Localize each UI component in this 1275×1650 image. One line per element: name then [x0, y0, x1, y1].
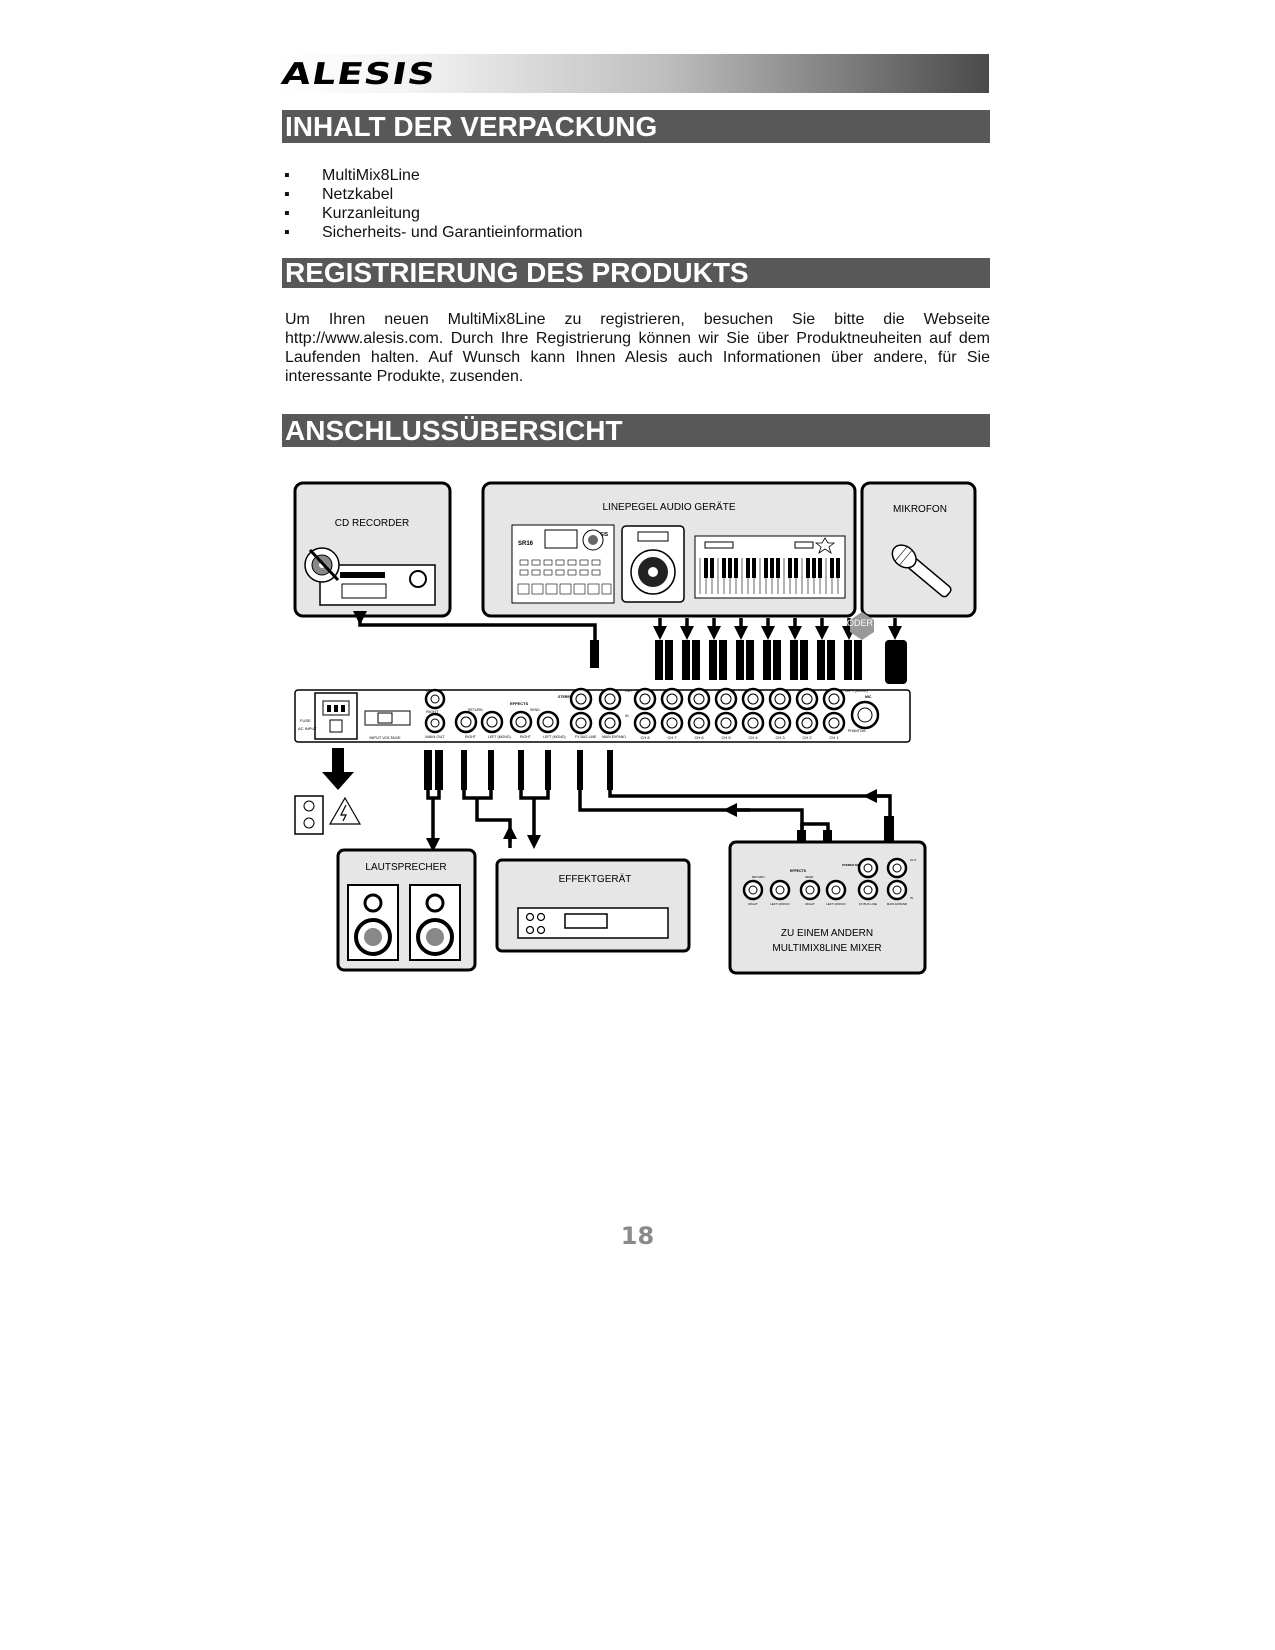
connection-diagram: CD RECORDER LINEPEGEL AUDIO GERÄTE ALESI… [293, 481, 977, 975]
svg-text:FX BUS LINE: FX BUS LINE [575, 735, 597, 739]
svg-text:RETURN: RETURN [468, 708, 483, 712]
svg-text:SEND: SEND [530, 708, 540, 712]
speaker-icon [409, 884, 461, 961]
svg-text:STEREO MONITOR: STEREO MONITOR [842, 863, 870, 867]
heading-connection-overview: ANSCHLUSSÜBERSICHT [282, 414, 990, 447]
svg-text:LEFT (MONO): LEFT (MONO) [845, 689, 868, 693]
svg-text:OUT: OUT [910, 858, 917, 862]
cables-top [353, 611, 902, 652]
svg-text:LEFT (MONO): LEFT (MONO) [543, 735, 566, 739]
svg-text:INPUT VOLTAGE: INPUT VOLTAGE [369, 735, 401, 740]
svg-text:MAIN EXPAND: MAIN EXPAND [602, 735, 626, 739]
mini-panel-labels: RIGHT LEFT (MONO) RIGHT LEFT (MONO) FX B… [748, 902, 908, 906]
bullet-icon: ▪ [284, 167, 290, 184]
plug-pairs-top [590, 640, 907, 684]
speakers-box: LAUTSPRECHER [336, 848, 477, 972]
speakers-label: LAUTSPRECHER [365, 862, 446, 873]
warning-icon [328, 796, 362, 825]
svg-text:SEND: SEND [805, 875, 814, 879]
svg-text:EFFECTS: EFFECTS [790, 869, 807, 873]
svg-text:CH 2: CH 2 [802, 735, 812, 740]
wall-outlet-icon [294, 795, 324, 835]
svg-text:MIC: MIC [865, 695, 872, 699]
svg-text:CH 3: CH 3 [775, 735, 785, 740]
effects-unit-icon [517, 907, 669, 939]
drum-machine-icon: ALESIS SR16 [511, 524, 615, 604]
jack-centers [430, 693, 873, 729]
bullet-icon: ▪ [284, 186, 290, 203]
svg-text:PHANTOM: PHANTOM [848, 729, 866, 733]
list-item: ▪MultiMix8Line [284, 167, 420, 184]
power-inlet [314, 692, 358, 740]
package-contents-list: ▪MultiMix8Line ▪Netzkabel ▪Kurzanleitung… [284, 166, 583, 242]
svg-text:OUT: OUT [625, 689, 633, 693]
svg-text:RIGHT: RIGHT [465, 735, 477, 739]
svg-text:CH 1: CH 1 [829, 735, 839, 740]
plug-pairs-bottom [424, 750, 613, 790]
power-arrow-icon [322, 748, 354, 790]
svg-text:IN: IN [910, 896, 913, 900]
cd-recorder-box: CD RECORDER [293, 481, 452, 618]
svg-text:AC INPUT: AC INPUT [298, 726, 317, 731]
microphone-box: MIKROFON [860, 481, 977, 618]
svg-text:RIGHT: RIGHT [805, 902, 815, 906]
alesis-logo: ALESIS [278, 57, 440, 92]
keyboard-icon [694, 535, 846, 599]
microphone-icon [891, 544, 952, 598]
microphone-label: MIKROFON [893, 504, 947, 515]
svg-text:LEFT (MONO): LEFT (MONO) [488, 735, 511, 739]
mini-panel-jacks [742, 857, 908, 901]
cd-player-icon [621, 525, 685, 603]
svg-text:RIGHT: RIGHT [520, 735, 532, 739]
speaker-icon [347, 884, 399, 961]
svg-text:EFFECTS: EFFECTS [510, 701, 529, 706]
page-number: 18 [620, 1222, 655, 1250]
svg-text:LEFT (MONO): LEFT (MONO) [770, 902, 789, 906]
line-devices-label: LINEPEGEL AUDIO GERÄTE [602, 501, 735, 513]
effects-unit-label: EFFEKTGERÄT [559, 873, 632, 885]
effects-unit-box: EFFEKTGERÄT [495, 858, 691, 953]
svg-text:LEFT (MONO): LEFT (MONO) [826, 902, 845, 906]
cd-recorder-icon [304, 547, 436, 606]
svg-text:MAIN EXPAND: MAIN EXPAND [887, 902, 908, 906]
svg-text:CH 7: CH 7 [667, 735, 677, 740]
or-indicator: ODER [847, 612, 874, 640]
list-item: ▪Kurzanleitung [284, 205, 420, 222]
svg-text:ODER: ODER [847, 618, 874, 628]
svg-text:RIGHT: RIGHT [426, 709, 439, 714]
svg-text:MAIN OUT: MAIN OUT [425, 734, 445, 739]
cd-recorder-label: CD RECORDER [335, 518, 409, 529]
svg-text:FUSE: FUSE [300, 718, 311, 723]
other-mixer-label-line2: MULTIMIX8LINE MIXER [772, 943, 881, 954]
brand-header-bar: ALESIS [277, 54, 989, 93]
line-level-devices-box: LINEPEGEL AUDIO GERÄTE ALESIS SR16 [481, 481, 857, 618]
channel-labels: CH 8 CH 7 CH 6 CH 5 CH 4 CH 3 CH 2 CH 1 [640, 735, 839, 740]
list-item: ▪Sicherheits- und Garantieinformation [284, 224, 583, 241]
svg-text:CH 8: CH 8 [640, 735, 650, 740]
heading-package-contents: INHALT DER VERPACKUNG [282, 110, 990, 143]
list-item: ▪Netzkabel [284, 186, 394, 203]
mixer-rear-panel: FUSE AC INPUT INPUT VOLTAGE LEFT RIGHT M… [294, 687, 911, 743]
other-mixer-box: EFFECTS RETURN SEND STEREO MONITOR OUT I… [728, 840, 927, 975]
other-mixer-label-line1: ZU EINEM ANDERN [781, 928, 873, 939]
bullet-icon: ▪ [284, 224, 290, 241]
svg-text:SR16: SR16 [518, 541, 534, 547]
registration-paragraph: Um Ihren neuen MultiMix8Line zu registri… [285, 311, 990, 385]
svg-text:FX BUS LINE: FX BUS LINE [859, 902, 877, 906]
heading-product-registration: REGISTRIERUNG DES PRODUKTS [282, 258, 990, 288]
svg-text:CH 5: CH 5 [721, 735, 731, 740]
svg-text:CH 6: CH 6 [694, 735, 704, 740]
svg-text:CH 4: CH 4 [748, 735, 758, 740]
svg-text:RIGHT: RIGHT [748, 902, 758, 906]
svg-text:IN: IN [625, 714, 629, 718]
svg-text:RETURN: RETURN [752, 875, 765, 879]
bullet-icon: ▪ [284, 205, 290, 222]
